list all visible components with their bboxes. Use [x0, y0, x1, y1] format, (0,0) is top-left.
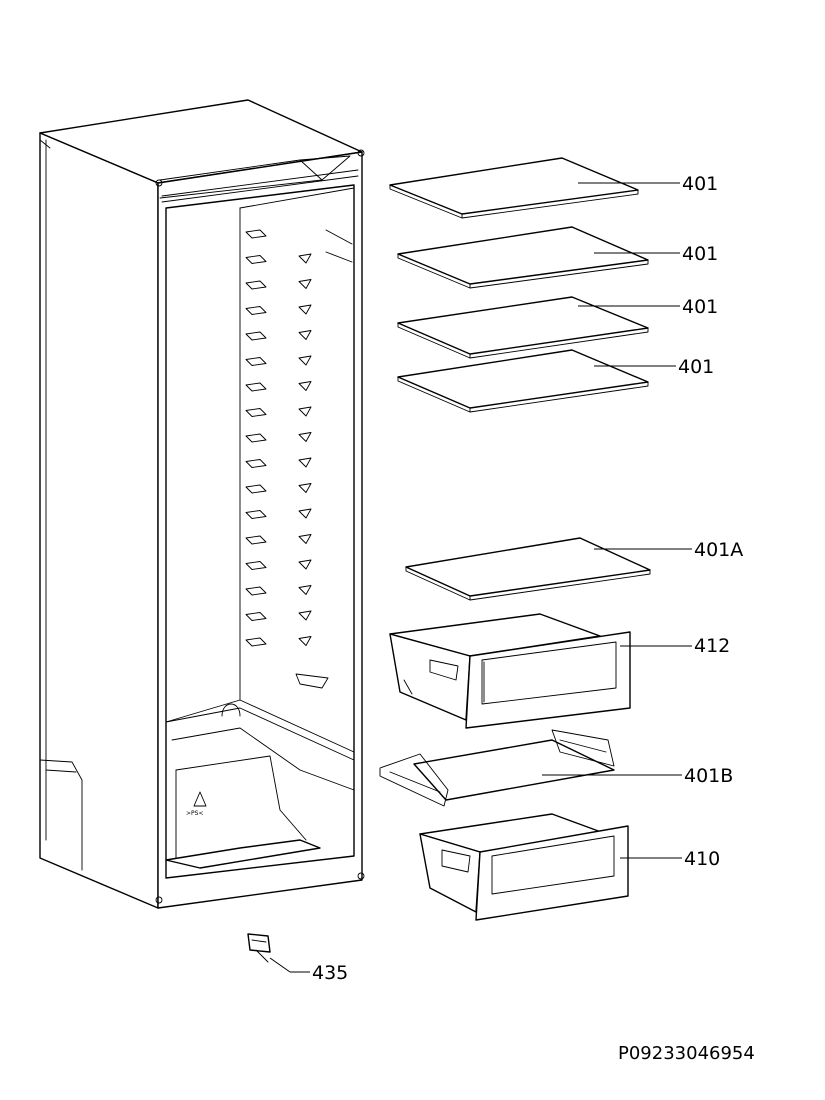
vent-opening: [298, 559, 312, 570]
vent-opening: [298, 253, 312, 264]
shelf-rail: [245, 229, 267, 239]
shelf-401b: [379, 729, 615, 807]
vent-opening: [298, 610, 312, 621]
shelf-rail: [245, 510, 267, 519]
callout-drawer-412: 412: [694, 635, 730, 657]
callout-clip-435: 435: [312, 962, 348, 984]
part-number: P09233046954: [618, 1043, 755, 1064]
svg-text:>PS<: >PS<: [186, 810, 203, 817]
callout-shelf-401-4: 401: [678, 356, 714, 378]
rear-air-vents: [298, 253, 312, 646]
shelf-rail: [245, 484, 267, 494]
vent-opening: [298, 304, 312, 315]
vent-opening: [298, 355, 312, 366]
drawer-410: [419, 813, 629, 921]
callout-shelf-401a: 401A: [694, 539, 743, 561]
shelf-rail: [245, 255, 267, 264]
shelf-rail: [245, 331, 267, 341]
leader-lines: [269, 182, 692, 973]
shelf-rail: [245, 433, 267, 443]
shelf-401-1: [389, 157, 639, 219]
shelf-401-2: [397, 226, 649, 289]
shelf-401-4: [397, 349, 649, 413]
vent-opening: [298, 585, 312, 595]
vent-opening: [298, 279, 312, 289]
drawer-412: [389, 613, 631, 729]
shelf-401a: [405, 537, 651, 601]
vent-opening: [298, 508, 312, 519]
callout-shelf-401-3: 401: [682, 296, 718, 318]
vent-opening: [298, 534, 312, 544]
vent-opening: [298, 432, 312, 442]
vent-opening: [298, 457, 312, 468]
shelf-rail: [245, 586, 267, 596]
shelf-rail: [245, 535, 267, 545]
vent-opening: [298, 381, 312, 391]
callout-shelf-401-2: 401: [682, 243, 718, 265]
shelf-401-3: [397, 296, 649, 359]
shelf-rail: [245, 382, 267, 392]
shelf-rail: [245, 357, 267, 366]
clip-435: [247, 933, 271, 963]
vent-opening: [298, 636, 312, 646]
shelf-rail: [245, 408, 267, 417]
shelf-rails: [245, 229, 267, 647]
shelf-rail: [245, 459, 267, 468]
callout-shelf-401-1: 401: [682, 173, 718, 195]
vent-opening: [298, 483, 312, 493]
shelf-rail: [245, 306, 267, 315]
vent-opening: [298, 406, 312, 417]
vent-opening: [298, 330, 312, 340]
cabinet: >PS<: [39, 99, 365, 909]
shelf-rail: [245, 280, 267, 290]
shelf-rail: [245, 612, 267, 621]
shelf-rail: [245, 637, 267, 647]
callout-shelf-401b: 401B: [684, 765, 733, 787]
callout-drawer-410: 410: [684, 848, 720, 870]
shelf-rail: [245, 561, 267, 570]
